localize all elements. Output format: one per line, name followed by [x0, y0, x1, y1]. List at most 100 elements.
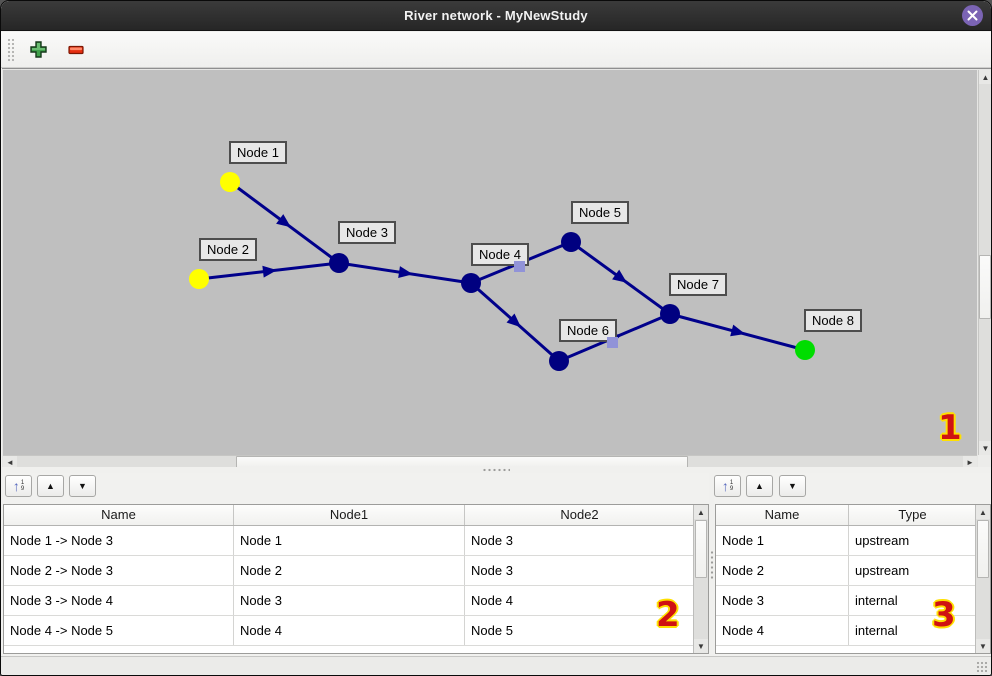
node-label-node-1[interactable]: Node 1: [229, 141, 287, 164]
nodes-table-scrollbar[interactable]: ▲ ▼: [975, 505, 990, 653]
table-cell[interactable]: internal: [849, 616, 977, 645]
edge-arrowhead: [612, 269, 627, 283]
scroll-up-icon[interactable]: ▲: [979, 70, 991, 84]
scroll-down-icon[interactable]: ▼: [976, 639, 990, 653]
splitter-grip-icon: [709, 549, 714, 580]
edges-move-down-button[interactable]: ▼: [69, 475, 96, 497]
up-triangle-icon: ▲: [755, 480, 764, 491]
table-cell[interactable]: Node 1: [716, 526, 849, 555]
table-cell[interactable]: Node 1: [234, 526, 465, 555]
resize-grip-icon[interactable]: [976, 661, 988, 673]
window-title: River network - MyNewStudy: [404, 8, 588, 23]
table-cell[interactable]: Node 3: [716, 586, 849, 615]
edge-handle-1[interactable]: [514, 261, 525, 272]
column-header-node1[interactable]: Node1: [234, 505, 465, 525]
node-label-node-3[interactable]: Node 3: [338, 221, 396, 244]
close-button[interactable]: [962, 5, 983, 26]
node-label-node-2[interactable]: Node 2: [199, 238, 257, 261]
nodes-move-down-button[interactable]: ▼: [779, 475, 806, 497]
table-cell[interactable]: Node 4: [716, 616, 849, 645]
graph-node-node-3[interactable]: [329, 253, 349, 273]
edge-handle-2[interactable]: [607, 337, 618, 348]
bottom-panel: ↑ 1 9 ▲ ▼ ↑ 1 9 ▲: [1, 473, 991, 656]
column-header-name[interactable]: Name: [4, 505, 234, 525]
horizontal-splitter[interactable]: [1, 467, 991, 473]
scroll-left-icon[interactable]: ◄: [3, 456, 17, 469]
edges-scroll-thumb[interactable]: [695, 520, 707, 578]
nodes-move-up-button[interactable]: ▲: [746, 475, 773, 497]
column-header-type[interactable]: Type: [849, 505, 977, 525]
scroll-down-icon[interactable]: ▼: [979, 441, 991, 455]
nodes-scroll-thumb[interactable]: [977, 520, 989, 578]
down-triangle-icon: ▼: [788, 480, 797, 491]
annotation-3: 3: [932, 595, 956, 635]
graph-node-node-4[interactable]: [461, 273, 481, 293]
canvas-vertical-scrollbar[interactable]: ▲ ▼: [978, 70, 991, 455]
node-label-node-5[interactable]: Node 5: [571, 201, 629, 224]
status-bar: [1, 656, 991, 675]
node-label-node-4[interactable]: Node 4: [471, 243, 529, 266]
table-cell[interactable]: Node 2: [234, 556, 465, 585]
edges-sort-button[interactable]: ↑ 1 9: [5, 475, 32, 497]
canvas-vscroll-thumb[interactable]: [979, 255, 991, 319]
titlebar[interactable]: River network - MyNewStudy: [1, 1, 991, 31]
table-cell[interactable]: Node 3 -> Node 4: [4, 586, 234, 615]
up-triangle-icon: ▲: [46, 480, 55, 491]
graph-node-node-1[interactable]: [220, 172, 240, 192]
table-cell[interactable]: Node 1 -> Node 3: [4, 526, 234, 555]
table-row-partial: [716, 646, 990, 653]
edge-arrowhead: [276, 214, 291, 228]
table-cell[interactable]: upstream: [849, 526, 977, 555]
scroll-down-icon[interactable]: ▼: [694, 639, 708, 653]
graph-node-node-6[interactable]: [549, 351, 569, 371]
table-cell[interactable]: Node 4: [234, 616, 465, 645]
column-header-node2[interactable]: Node2: [465, 505, 695, 525]
minus-icon: [68, 45, 84, 54]
network-canvas-area: Node 1 Node 2 Node 3 Node 4 Node 5 Node 6 Node…: [2, 68, 991, 469]
canvas-horizontal-scrollbar[interactable]: ◄ ►: [3, 455, 977, 469]
annotation-1: 1: [938, 408, 962, 448]
graph-node-node-7[interactable]: [660, 304, 680, 324]
table-cell[interactable]: Node 2 -> Node 3: [4, 556, 234, 585]
vertical-splitter[interactable]: [709, 473, 714, 656]
network-canvas[interactable]: Node 1 Node 2 Node 3 Node 4 Node 5 Node 6 Node…: [3, 70, 977, 455]
column-header-name[interactable]: Name: [716, 505, 849, 525]
edges-table-scrollbar[interactable]: ▲ ▼: [693, 505, 708, 653]
edge-arrowhead: [398, 266, 413, 279]
scroll-right-icon[interactable]: ►: [963, 456, 977, 469]
scroll-up-icon[interactable]: ▲: [976, 505, 990, 519]
table-cell[interactable]: Node 4 -> Node 5: [4, 616, 234, 645]
scroll-up-icon[interactable]: ▲: [694, 505, 708, 519]
node-label-node-8[interactable]: Node 8: [804, 309, 862, 332]
toolbar-drag-handle[interactable]: [7, 37, 14, 62]
node-label-node-6[interactable]: Node 6: [559, 319, 617, 342]
table-cell[interactable]: Node 2: [716, 556, 849, 585]
table-cell[interactable]: Node 3: [465, 556, 695, 585]
edge-arrowhead: [506, 313, 521, 328]
nodes-sort-button[interactable]: ↑ 1 9: [714, 475, 741, 497]
sort-icon: ↑ 1 9: [12, 478, 25, 494]
table-cell[interactable]: Node 3: [234, 586, 465, 615]
table-cell[interactable]: internal: [849, 586, 977, 615]
graph-node-node-5[interactable]: [561, 232, 581, 252]
table-cell[interactable]: Node 3: [465, 526, 695, 555]
add-node-button[interactable]: [24, 36, 52, 64]
remove-node-button[interactable]: [62, 36, 90, 64]
edges-move-up-button[interactable]: ▲: [37, 475, 64, 497]
node-label-node-7[interactable]: Node 7: [669, 273, 727, 296]
graph-node-node-8[interactable]: [795, 340, 815, 360]
graph-node-node-2[interactable]: [189, 269, 209, 289]
table-cell[interactable]: upstream: [849, 556, 977, 585]
splitter-grip-icon: [482, 468, 510, 472]
table-row-partial: [4, 646, 708, 653]
close-icon: [967, 10, 978, 21]
